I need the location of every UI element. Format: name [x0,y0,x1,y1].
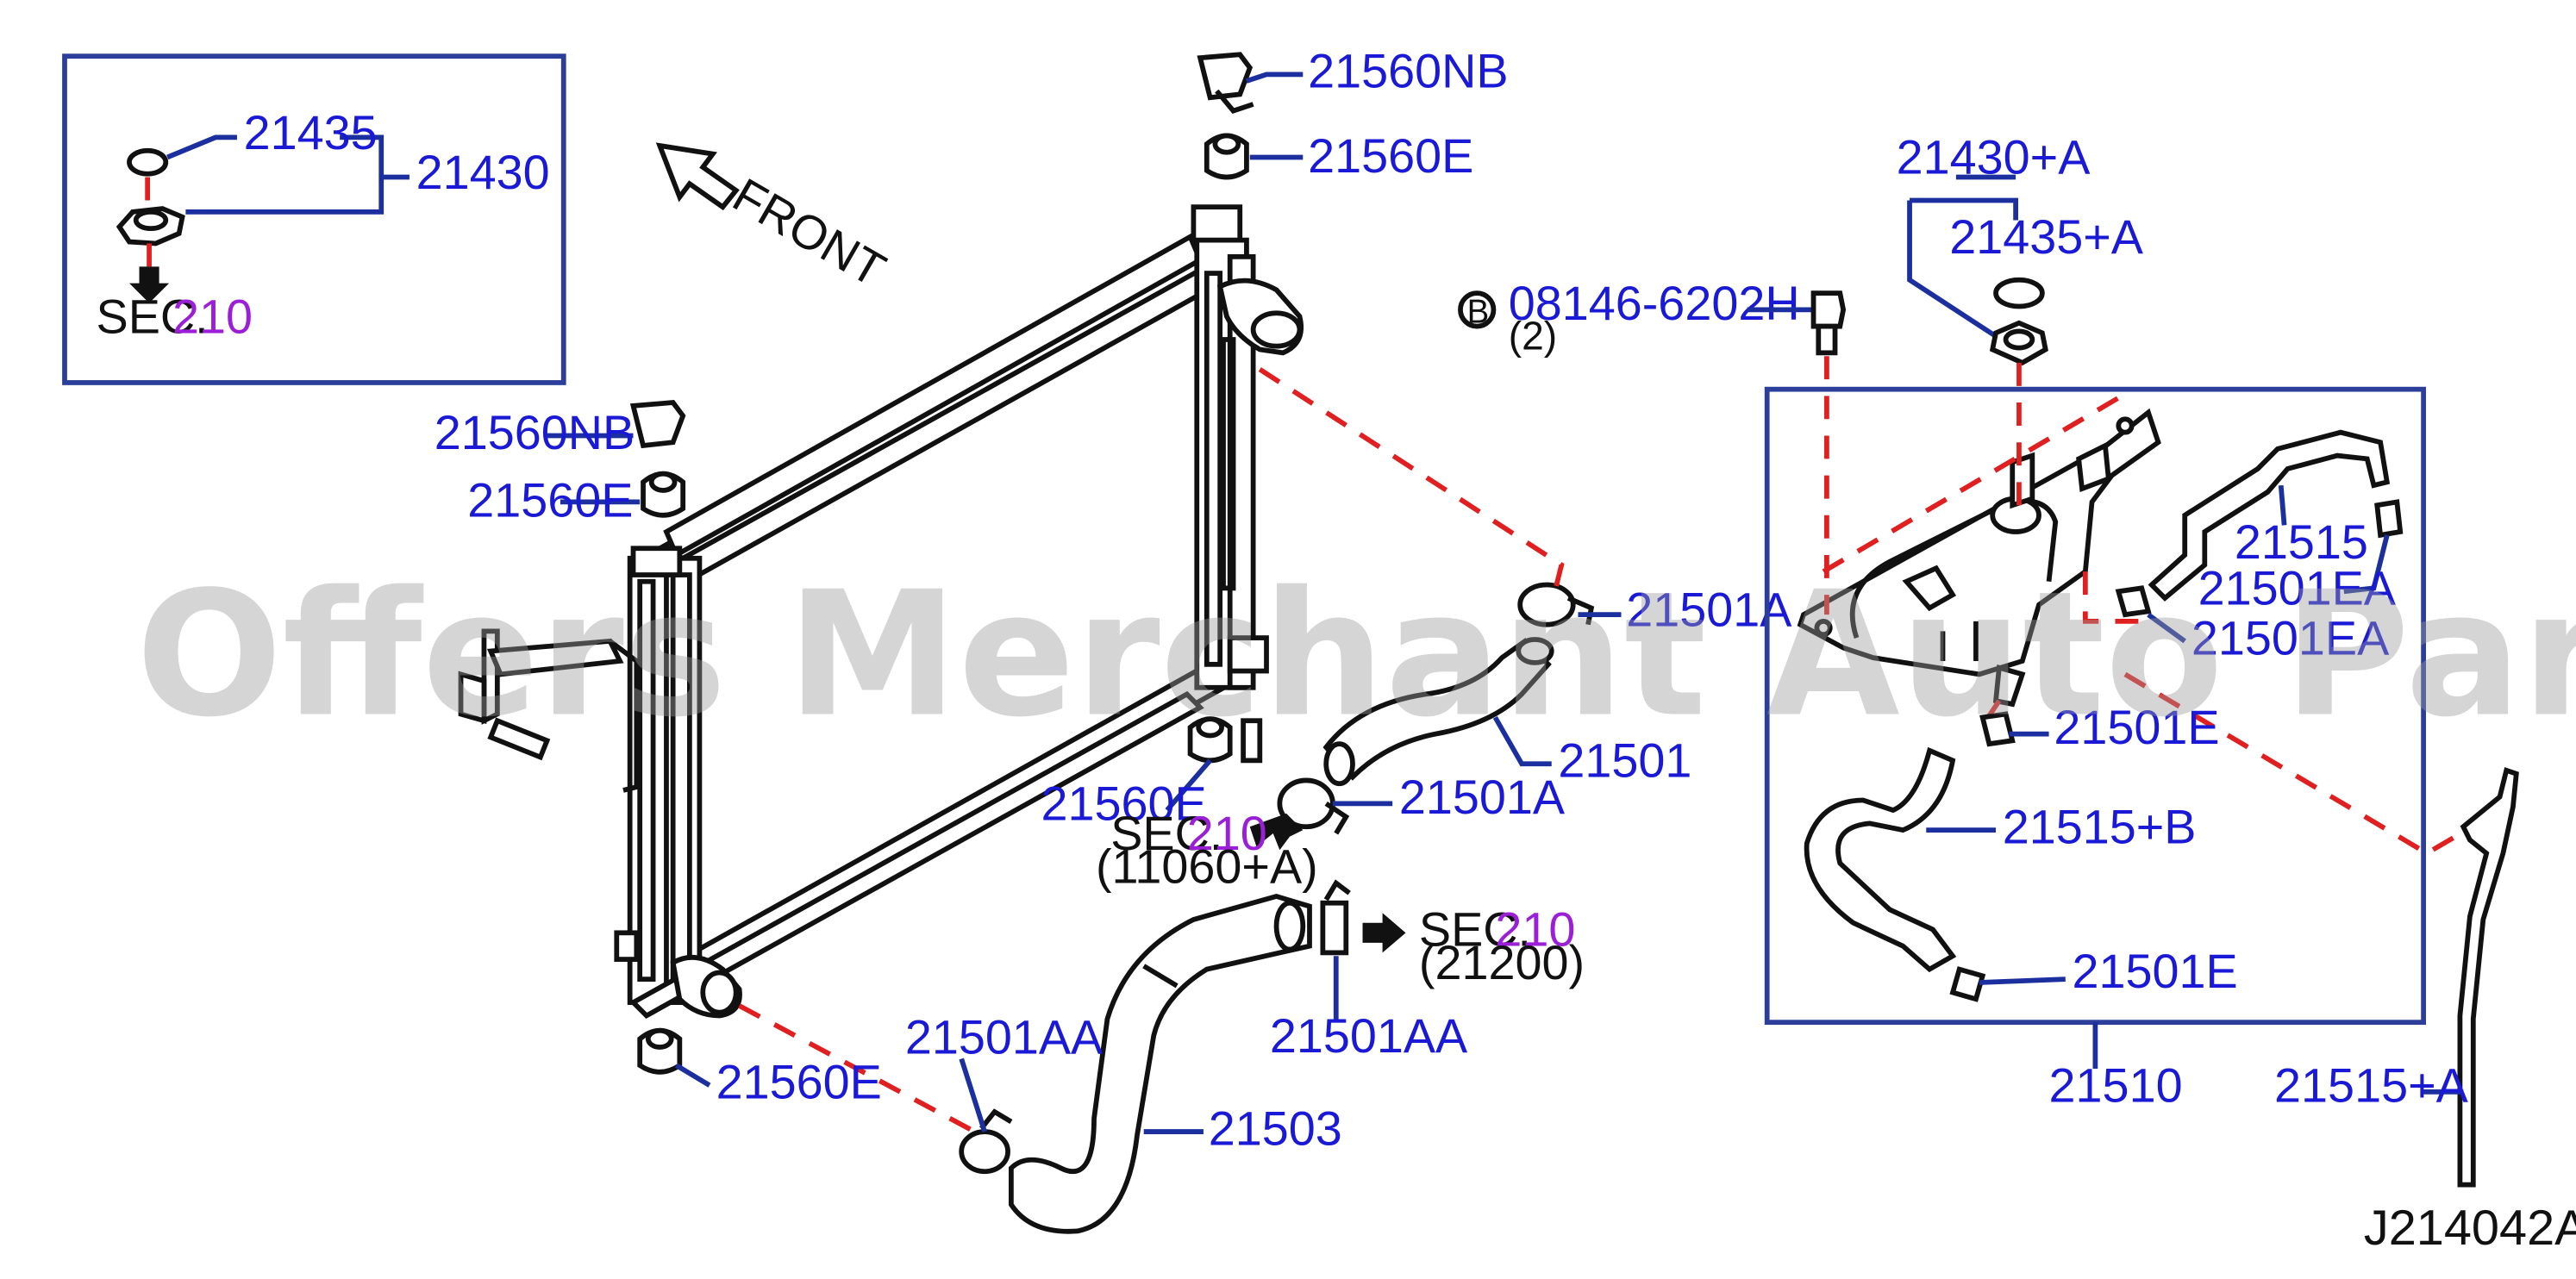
bolt-qty: (2) [1509,314,1557,359]
sec-link-210-inset[interactable]: 210 [172,290,253,343]
label-21560e-top[interactable]: 21560E [1308,129,1473,183]
label-21560nb-left[interactable]: 21560NB [435,406,635,459]
label-08146-6202h[interactable]: 08146-6202H [1509,277,1800,330]
sec-link-210-2[interactable]: 210 [1495,903,1575,957]
bolt: B 08146-6202H (2) [1458,277,1847,359]
label-21560nb-top[interactable]: 21560NB [1308,45,1508,98]
sec-arrow-icon-1 [1249,813,1304,851]
radiator-cap-icon [116,206,185,246]
label-21510[interactable]: 21510 [2049,1058,2183,1112]
label-21560e-left[interactable]: 21560E [467,474,633,527]
mount-bracket-icon [1197,52,1254,101]
label-21503[interactable]: 21503 [1209,1101,1342,1155]
sec-link-210-1[interactable]: 210 [1187,807,1267,860]
diagram-code: J214042A [2364,1201,2576,1256]
label-21501ea-1[interactable]: 21501EA [2198,562,2397,615]
hose-21515a [2457,767,2519,1188]
sec-arrow-icon-2 [1362,913,1406,953]
mount-bracket-icon [629,400,686,449]
label-21515[interactable]: 21515 [2235,515,2368,569]
front-arrow: FRONT [655,142,894,297]
label-21501e-upper[interactable]: 21501E [2054,701,2219,754]
watermark: Offers Merchant Auto Parts Catalog PARTS… [136,555,2576,756]
bolt-head-icon [1810,290,1847,329]
label-21501[interactable]: 21501 [1558,734,1691,788]
front-arrow-icon [655,142,740,211]
label-21435[interactable]: 21435 [244,106,378,159]
sec-prefix-2: SEC. [1419,903,1531,957]
mount-bottom [637,1027,683,1075]
reservoir-cap: 21430+A 21435+A [1897,131,2144,366]
label-21501ea-2[interactable]: 21501EA [2191,611,2390,664]
hose-21515 [2115,429,2404,618]
label-21501aa-left[interactable]: 21501AA [905,1011,1104,1064]
upper-hose [1277,582,1595,835]
reservoir-tank [1797,408,2161,708]
radiator [614,204,1304,1020]
label-21515b[interactable]: 21515+B [2003,801,2197,854]
clamp-21501aa-left [959,1108,1013,1175]
sec-sub-1: (11060+A) [1096,840,1318,894]
label-21560e-mid[interactable]: 21560E [1041,777,1207,831]
bolt-marker-icon [1458,290,1497,329]
arrow-down-icon [128,266,170,303]
label-21430[interactable]: 21430 [416,146,550,199]
label-21430a[interactable]: 21430+A [1897,131,2091,184]
clamp-upper [1517,582,1595,627]
bolt-marker: B [1467,294,1490,331]
hose-21515b [1804,711,2016,1002]
label-21560e-bottom[interactable]: 21560E [716,1056,882,1109]
mount-left [629,400,686,518]
lower-hose [959,879,1351,1234]
label-21501a-lower[interactable]: 21501A [1399,771,1566,824]
label-21501e-lower[interactable]: 21501E [2072,945,2237,998]
sec-sub-2: (21200) [1419,936,1585,989]
cap-inset: 21435 21430 SEC. 210 [62,53,566,385]
front-label: FRONT [724,168,894,297]
mount-top [1197,52,1254,180]
label-21435a[interactable]: 21435+A [1949,210,2144,264]
clamp-21501aa-right [1320,879,1351,956]
bracket-left [458,628,640,793]
label-21501aa-right[interactable]: 21501AA [1270,1009,1468,1063]
label-21515a[interactable]: 21515+A [2274,1058,2469,1112]
sec-prefix-1: SEC. [1110,807,1222,860]
mount-mid [1187,716,1233,764]
sec-prefix: SEC. [97,290,209,343]
